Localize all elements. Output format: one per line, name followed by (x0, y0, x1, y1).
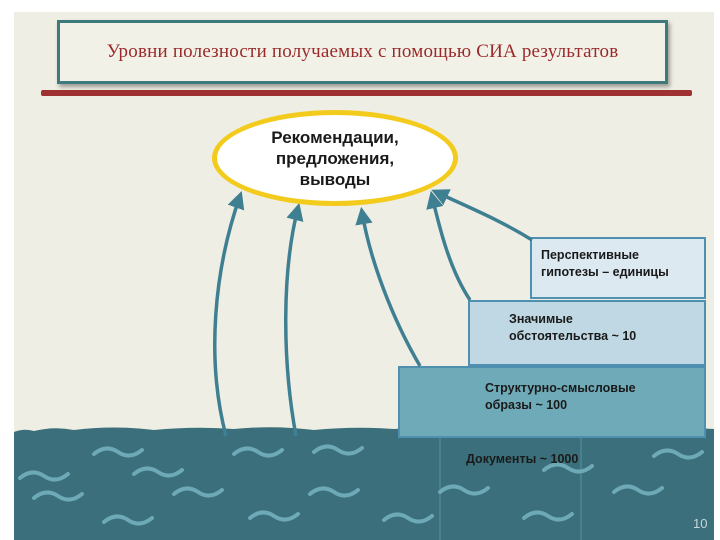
title-box: Уровни полезности получаемых с помощью С… (57, 20, 668, 84)
title-underline (41, 90, 692, 96)
slide-title: Уровни полезности получаемых с помощью С… (106, 41, 619, 62)
sea-of-documents (14, 427, 714, 540)
recommendations-label: Рекомендации, предложения, выводы (271, 127, 399, 189)
level-label-hypotheses: Перспективные гипотезы – единицы (541, 248, 669, 279)
level-promising-hypotheses (530, 237, 706, 299)
level-label-documents: Документы ~ 1000 (466, 452, 579, 466)
level-label-structural-images: Структурно-смысловые образы ~ 100 (485, 381, 636, 412)
recommendations-node: Рекомендации, предложения, выводы (212, 110, 458, 206)
page-number: 10 (693, 516, 708, 531)
level-label-circumstances: Значимые обстоятельства ~ 10 (509, 312, 637, 343)
level-significant-circumstances (468, 300, 706, 366)
level-structural-images (398, 366, 706, 438)
